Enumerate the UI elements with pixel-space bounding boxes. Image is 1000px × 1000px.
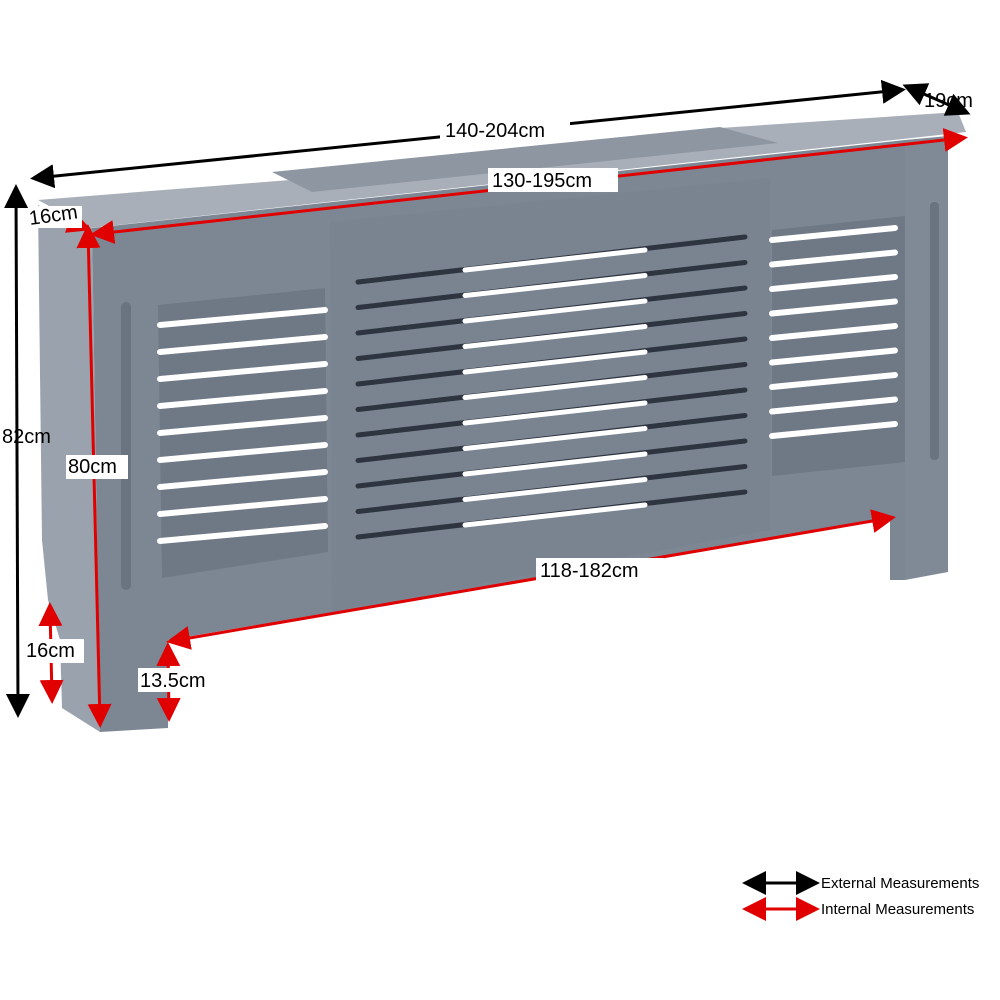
slat bbox=[769, 323, 898, 341]
leg-height-label: 16cm bbox=[26, 640, 75, 662]
slat bbox=[769, 421, 898, 439]
slat bbox=[462, 349, 648, 375]
internal-leg-height-label: 13.5cm bbox=[140, 670, 206, 692]
right-handle-slot bbox=[930, 202, 939, 460]
slat bbox=[769, 274, 898, 292]
slat bbox=[769, 249, 898, 268]
legend-external-label: External Measurements bbox=[821, 875, 979, 892]
slat bbox=[769, 396, 898, 415]
internal-bottom-width-label: 118-182cm bbox=[540, 560, 639, 582]
slat bbox=[157, 415, 328, 436]
internal-height-label: 80cm bbox=[68, 456, 117, 478]
internal-bottom-width-arrow bbox=[166, 509, 896, 650]
slat bbox=[462, 324, 648, 349]
slat bbox=[157, 388, 328, 409]
slat bbox=[157, 361, 328, 382]
slat bbox=[462, 298, 648, 324]
legend: External Measurements Internal Measureme… bbox=[742, 871, 979, 921]
slat bbox=[157, 442, 328, 463]
slat bbox=[157, 334, 328, 355]
depth-arrow bbox=[902, 83, 971, 116]
legend-internal-label: Internal Measurements bbox=[821, 901, 974, 918]
slat bbox=[462, 375, 648, 400]
slat bbox=[462, 273, 648, 298]
slat bbox=[157, 469, 328, 490]
slat bbox=[157, 307, 328, 328]
slat bbox=[462, 426, 648, 451]
height-arrow bbox=[4, 184, 30, 718]
slat bbox=[769, 298, 898, 317]
height-label: 82cm bbox=[2, 426, 51, 448]
slat bbox=[462, 477, 648, 502]
slat bbox=[462, 451, 648, 477]
slat bbox=[769, 347, 898, 366]
internal-width-label: 130-195cm bbox=[492, 170, 592, 192]
slat bbox=[769, 372, 898, 390]
left-handle-slot bbox=[121, 302, 131, 590]
cabinet-right-column bbox=[905, 136, 948, 580]
width-label: 140-204cm bbox=[445, 120, 545, 142]
slat bbox=[462, 400, 648, 426]
cabinet bbox=[38, 112, 966, 732]
depth-label: 19cm bbox=[924, 90, 973, 112]
slat bbox=[462, 247, 648, 273]
